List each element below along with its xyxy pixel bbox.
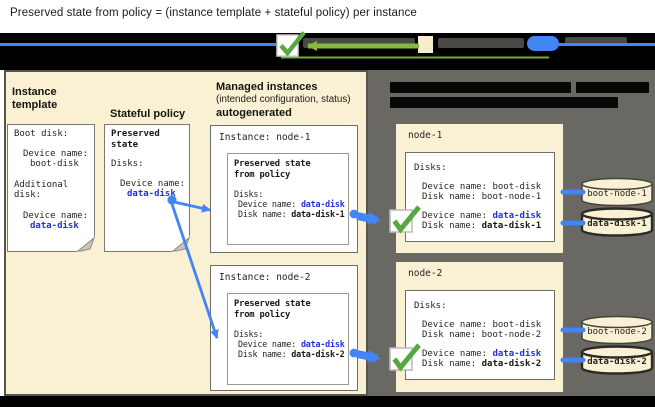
- legend-blue-line-right: [558, 43, 655, 46]
- stateful-policy-card: Preserved state Disks: Device name: data…: [104, 124, 190, 252]
- redacted-heading-line-1b: [576, 82, 649, 93]
- legend-beige-swatch: [418, 36, 433, 53]
- instance-title: Instance: node-2: [219, 272, 311, 283]
- card-title: state: [111, 139, 139, 150]
- card-line: boot-disk: [30, 159, 79, 169]
- redacted-heading-line-1a: [390, 82, 571, 93]
- cylinder-icon: [581, 177, 653, 207]
- managed-instances-heading: Managed instances (intended configuratio…: [216, 81, 351, 119]
- instance-template-heading: Instance template: [12, 86, 58, 111]
- disks-label: Disks:: [234, 329, 264, 339]
- card-line: disk:: [14, 190, 42, 200]
- folded-corner-icon: [77, 236, 95, 252]
- cylinder-icon: [581, 315, 653, 345]
- managed-instance-node-2: Instance: node-2 Preserved state from po…: [210, 265, 358, 391]
- instance-template-card: Boot disk: Device name: boot-disk Additi…: [7, 124, 95, 252]
- legend-blue-disk-pill: [527, 36, 559, 51]
- vm-node-2-card: node-2 Disks: Device name: boot-disk Dis…: [396, 262, 563, 392]
- legend-redacted-text-1: [303, 38, 415, 48]
- device-row: Device name: data-disk: [422, 211, 542, 221]
- preserved-state-box: Preserved state from policy Disks: Devic…: [227, 293, 349, 385]
- cylinder-icon: [580, 345, 654, 375]
- card-line: Device name:: [120, 178, 186, 189]
- disk-row: Disk name: data-disk-2: [422, 359, 542, 369]
- card-line-data-disk: data-disk: [30, 221, 79, 231]
- device-row: Device name: boot-disk: [422, 182, 542, 192]
- disks-label: Disks:: [414, 163, 447, 173]
- node-name: node-2: [408, 268, 443, 279]
- diagram-title: Preserved state from policy = (instance …: [10, 7, 417, 19]
- preserved-state-box: Preserved state from policy Disks: Devic…: [227, 153, 349, 245]
- card-line: Device name:: [23, 210, 89, 221]
- disk-row: Disk name: boot-node-1: [422, 192, 542, 202]
- bottom-bar: [0, 396, 655, 407]
- cylinder-icon: [580, 207, 654, 237]
- disk-row: Disk name: boot-node-2: [422, 330, 542, 340]
- stateful-policy-heading: Stateful policy: [110, 108, 186, 120]
- disk-row: Disk name: data-disk-1: [422, 221, 542, 231]
- disks-label: Disks:: [414, 301, 447, 311]
- vm-node-1-card: node-1 Disks: Device name: boot-disk Dis…: [396, 124, 563, 253]
- managed-instance-node-1: Instance: node-1 Preserved state from po…: [210, 125, 358, 253]
- legend-blue-line-left: [0, 43, 276, 46]
- device-row: Device name: data-disk: [238, 339, 345, 349]
- node-name: node-1: [408, 130, 443, 141]
- device-row: Device name: boot-disk: [422, 320, 542, 330]
- vm-disks-box: Disks: Device name: boot-disk Disk name:…: [405, 152, 555, 242]
- card-line: Additional: [14, 179, 69, 190]
- disk-row: Disk name: data-disk-1: [238, 209, 345, 219]
- device-row: Device name: data-disk: [238, 199, 345, 209]
- legend-redacted-text-2: [438, 38, 524, 48]
- card-line: Boot disk:: [14, 129, 69, 139]
- disk-cylinder-data-disk-2: data-disk-2: [580, 345, 654, 375]
- legend-redacted-text-3: [565, 37, 627, 46]
- device-row: Device name: data-disk: [422, 349, 542, 359]
- disk-row: Disk name: data-disk-2: [238, 349, 345, 359]
- card-title: Preserved: [111, 129, 160, 139]
- card-line: Disks:: [111, 159, 144, 169]
- disk-cylinder-boot-node-1: boot-node-1: [580, 177, 654, 207]
- vm-disks-box: Disks: Device name: boot-disk Disk name:…: [405, 290, 555, 380]
- disks-label: Disks:: [234, 189, 264, 199]
- card-line-data-disk: data-disk: [127, 189, 176, 199]
- card-line: Device name:: [23, 148, 89, 159]
- disk-cylinder-boot-node-2: boot-node-2: [580, 315, 654, 345]
- disk-cylinder-data-disk-1: data-disk-1: [580, 207, 654, 237]
- redacted-heading-line-2: [390, 97, 618, 108]
- instance-title: Instance: node-1: [219, 132, 311, 143]
- folded-corner-icon: [172, 236, 190, 252]
